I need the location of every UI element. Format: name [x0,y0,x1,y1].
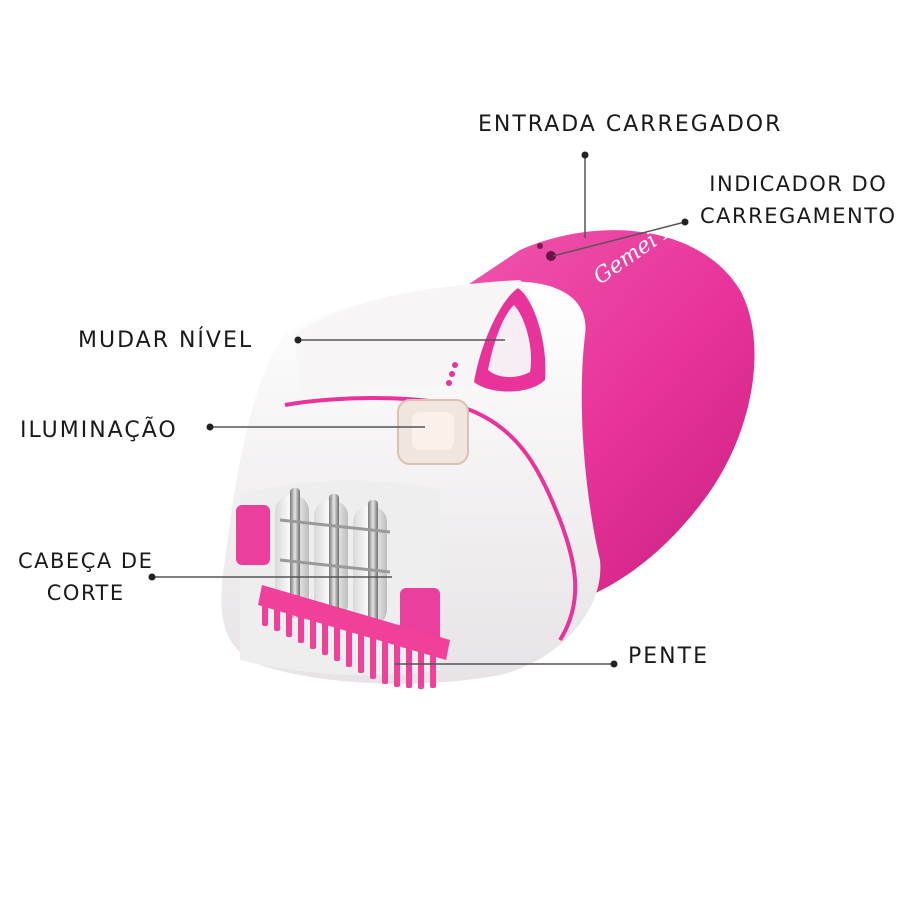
label-change-level: MUDAR NÍVEL [78,328,254,353]
charger-port [537,243,543,249]
label-charging-indicator: INDICADOR DO CARREGAMENTO [700,168,897,232]
charging-indicator-led [546,251,556,261]
shell-trim [284,396,578,642]
level-dot-icon [452,362,458,368]
label-cutting-head-line1: CABEÇA DE [18,549,154,573]
leader-lines [148,151,689,668]
level-dot-icon [449,371,455,377]
label-comb: PENTE [628,644,709,669]
label-cutting-head: CABEÇA DE CORTE [18,545,153,609]
label-lighting: ILUMINAÇÃO [20,418,178,443]
label-cutting-head-line2: CORTE [46,581,125,605]
label-charger-port: ENTRADA CARREGADOR [478,112,783,137]
label-charging-indicator-line2: CARREGAMENTO [700,204,897,228]
cutting-head [275,488,391,630]
level-button-cap [488,305,532,378]
light-window-inner [412,412,454,450]
level-dot-icon [446,380,452,386]
side-pad-left [236,505,270,565]
label-charging-indicator-line1: INDICADOR DO [709,172,888,196]
